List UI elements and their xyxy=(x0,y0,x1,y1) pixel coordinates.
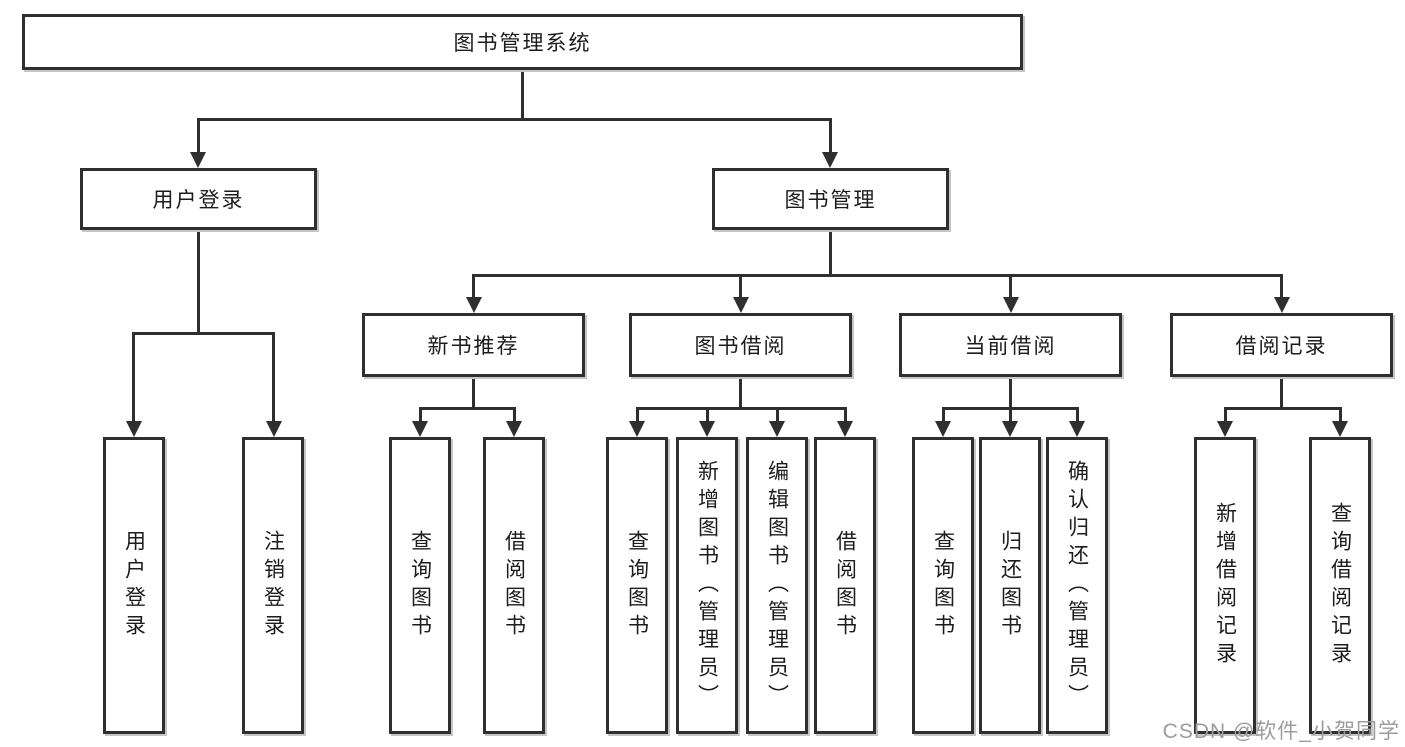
edge-arrow-down xyxy=(265,421,282,437)
edge-line xyxy=(705,406,709,424)
edge-line xyxy=(272,331,275,424)
node-label: 新书推荐 xyxy=(427,335,520,358)
edge-arrow-down xyxy=(190,152,206,168)
node-label: 查询图书 xyxy=(625,529,649,642)
node-label: 新增图书（管理员） xyxy=(695,459,719,712)
edge-arrow-down xyxy=(1069,421,1085,437)
edge-line xyxy=(196,230,200,334)
node-label: 当前借阅 xyxy=(964,335,1057,358)
edge-arrow-down xyxy=(769,421,785,437)
edge-line xyxy=(520,70,524,120)
edge-line xyxy=(418,406,516,410)
leaf-recommend-query-books: 查询图书 xyxy=(389,437,451,734)
edge-line xyxy=(635,406,639,424)
leaf-logout: 注销登录 xyxy=(242,437,304,734)
leaf-query-borrow-record: 查询借阅记录 xyxy=(1309,437,1371,734)
edge-line xyxy=(1338,406,1342,424)
edge-line xyxy=(828,230,832,275)
edge-arrow-down xyxy=(837,421,853,437)
edge-line xyxy=(828,117,832,155)
node-label: 借阅记录 xyxy=(1235,335,1328,358)
node-user-login: 用户登录 xyxy=(80,168,317,230)
leaf-edit-books-admin: 编辑图书（管理员） xyxy=(746,437,808,734)
edge-line xyxy=(941,406,945,424)
edge-arrow-down xyxy=(465,297,482,313)
node-label: 查询借阅记录 xyxy=(1328,501,1352,670)
edge-arrow-down xyxy=(1273,297,1290,313)
edge-line xyxy=(1223,406,1227,424)
edge-line xyxy=(472,273,475,300)
edge-line xyxy=(739,377,742,409)
leaf-recommend-borrow-books: 借阅图书 xyxy=(483,437,545,734)
node-label: 用户登录 xyxy=(122,529,146,642)
edge-arrow-down xyxy=(629,421,645,437)
node-label: 归还图书 xyxy=(998,529,1022,642)
edge-line xyxy=(1008,406,1012,424)
node-book-borrowing: 图书借阅 xyxy=(629,313,852,377)
edge-line xyxy=(132,331,275,335)
edge-line xyxy=(1075,406,1079,424)
leaf-add-borrow-record: 新增借阅记录 xyxy=(1194,437,1256,734)
leaf-return-books: 归还图书 xyxy=(979,437,1041,734)
node-label: 图书借阅 xyxy=(694,335,787,358)
node-label: 借阅图书 xyxy=(502,529,526,642)
edge-line xyxy=(739,273,742,300)
node-book-management: 图书管理 xyxy=(712,168,949,230)
leaf-current-query-books: 查询图书 xyxy=(912,437,974,734)
edge-arrow-down xyxy=(732,297,749,313)
leaf-user-login: 用户登录 xyxy=(103,437,165,734)
edge-arrow-down xyxy=(1002,297,1019,313)
leaf-confirm-return-admin: 确认归还（管理员） xyxy=(1046,437,1108,734)
edge-arrow-down xyxy=(506,421,522,437)
node-label: 图书管理系统 xyxy=(453,32,592,55)
node-label: 新增借阅记录 xyxy=(1213,501,1237,670)
node-label: 编辑图书（管理员） xyxy=(765,459,789,712)
edge-line xyxy=(635,406,847,410)
edge-arrow-down xyxy=(412,421,428,437)
node-label: 确认归还（管理员） xyxy=(1065,459,1089,712)
edge-line xyxy=(775,406,779,424)
edge-line xyxy=(1280,377,1283,409)
node-current-borrowing: 当前借阅 xyxy=(899,313,1122,377)
edge-arrow-down xyxy=(1217,421,1233,437)
leaf-add-books-admin: 新增图书（管理员） xyxy=(676,437,738,734)
node-label: 注销登录 xyxy=(261,529,285,642)
edge-arrow-down xyxy=(699,421,715,437)
edge-arrow-down xyxy=(125,421,142,437)
node-label: 查询图书 xyxy=(408,529,432,642)
edge-arrow-down xyxy=(935,421,951,437)
node-label: 查询图书 xyxy=(931,529,955,642)
node-label: 用户登录 xyxy=(152,189,245,212)
leaf-borrow-books: 借阅图书 xyxy=(814,437,876,734)
edge-line xyxy=(196,117,832,121)
node-new-book-recommend: 新书推荐 xyxy=(362,313,585,377)
edge-arrow-down xyxy=(1332,421,1348,437)
node-label: 图书管理 xyxy=(784,189,877,212)
edge-arrow-down xyxy=(1002,421,1018,437)
leaf-borrowing-query-books: 查询图书 xyxy=(606,437,668,734)
edge-arrow-down xyxy=(822,152,838,168)
csdn-watermark: CSDN @软件_小贺同学 xyxy=(1162,720,1400,743)
edge-line xyxy=(1223,406,1342,410)
edge-line xyxy=(472,377,475,409)
edge-line xyxy=(418,406,422,424)
edge-line xyxy=(196,117,200,155)
edge-line xyxy=(132,331,135,424)
edge-line xyxy=(843,406,847,424)
edge-line xyxy=(1280,273,1283,300)
edge-line xyxy=(512,406,516,424)
edge-line xyxy=(1009,377,1012,409)
node-borrowing-records: 借阅记录 xyxy=(1170,313,1393,377)
node-root-system: 图书管理系统 xyxy=(22,14,1023,70)
edge-line xyxy=(472,273,1283,277)
node-label: 借阅图书 xyxy=(833,529,857,642)
edge-line xyxy=(1009,273,1012,300)
